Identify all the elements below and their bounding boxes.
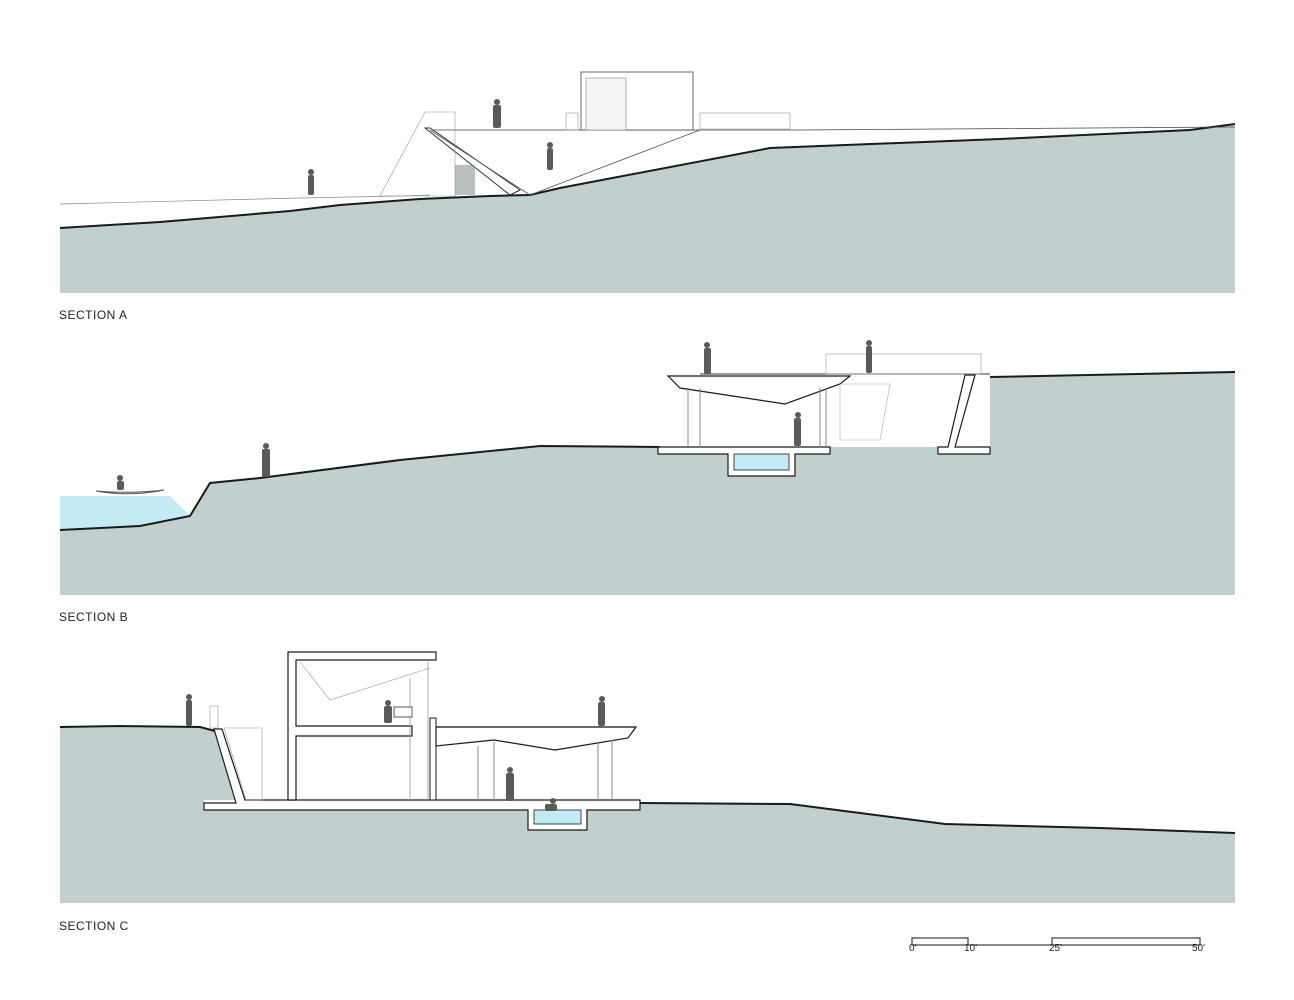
section-c-pool-water (533, 809, 582, 825)
person-figure (547, 142, 553, 170)
section-a-terrain-line (59, 194, 431, 205)
scale-tick-25: 25' (1049, 943, 1063, 954)
section-a-underside (429, 129, 701, 196)
person-figure (545, 798, 557, 811)
section-a-roof-line (430, 126, 1236, 131)
section-c-desk (393, 706, 413, 718)
section-b-retaining-wall (937, 374, 991, 455)
section-c-railing (209, 705, 219, 729)
section-c-drawing (59, 651, 1236, 903)
person-figure (866, 340, 872, 373)
section-c-roof (435, 726, 638, 751)
section-b-interior (839, 383, 891, 441)
section-a-ramp (423, 127, 521, 196)
section-c-ground (60, 726, 1235, 903)
section-b-ground-line-right (989, 371, 1236, 378)
section-a-pavilion-glass (585, 77, 627, 131)
section-b-kayak (95, 489, 165, 495)
scale-tick-50: 50' (1192, 943, 1206, 954)
section-b-ground-line (59, 444, 661, 531)
person-figure (704, 342, 711, 374)
person-figure (598, 696, 605, 726)
section-c-ground-line-right (639, 802, 1236, 834)
section-c-retaining-wall (203, 728, 641, 831)
person-figure (262, 443, 270, 477)
person-figure (384, 700, 392, 723)
section-c-pavilion-wall (429, 717, 437, 801)
section-a-drawing (59, 71, 1236, 293)
section-a-railing-left (565, 112, 579, 131)
section-b-roof (666, 375, 852, 405)
section-c-label: SECTION C (59, 919, 129, 933)
section-b-pool-water (733, 453, 790, 471)
section-b-drawing (59, 340, 1236, 595)
person-figure (493, 99, 501, 128)
section-a-label: SECTION A (59, 308, 128, 322)
scale-tick-10: 10' (964, 943, 978, 954)
section-b-ground (60, 372, 1235, 595)
section-c-stair (223, 727, 263, 801)
section-c-tower-frame (287, 651, 437, 801)
person-figure (506, 767, 514, 801)
scale-tick-0: 0' (909, 943, 917, 954)
section-c-tower-interior (299, 661, 431, 701)
section-a-railing-right (699, 112, 791, 130)
scale-bar-line (911, 937, 1201, 946)
section-a-stair (379, 111, 456, 197)
section-c-ground-line-left (59, 724, 216, 732)
person-figure (186, 694, 192, 726)
section-b-label: SECTION B (59, 610, 129, 624)
person-figure (308, 169, 314, 195)
scale-bar (911, 937, 1201, 946)
person-figure (117, 475, 124, 490)
section-a-wall-hatch (455, 165, 475, 195)
section-a-ground (60, 124, 1235, 293)
section-b-railing (825, 353, 982, 375)
person-figure (794, 412, 801, 446)
